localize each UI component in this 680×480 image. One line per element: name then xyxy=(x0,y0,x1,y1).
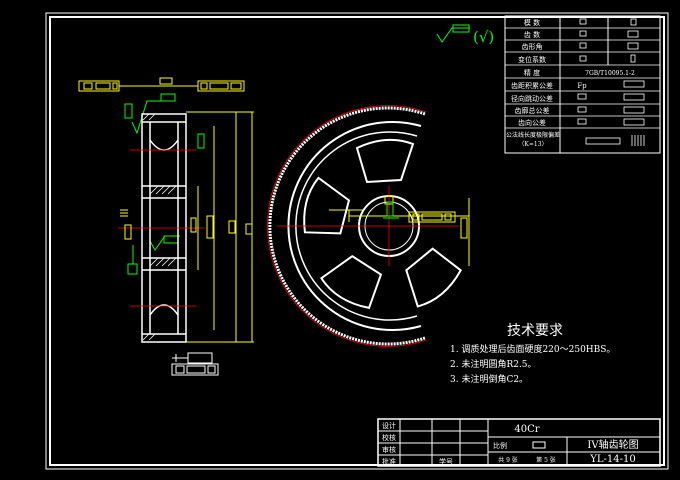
row-label-approve: 批准 xyxy=(382,457,396,466)
inner-frame xyxy=(49,16,665,466)
total-sheets: 共 9 张 xyxy=(498,456,518,464)
parameter-table xyxy=(504,15,661,154)
title-block-text: 40Cr IV轴齿轮图 YL-14-10 比例 共 9 张 第 5 张 设计 校… xyxy=(382,421,639,466)
param-label: 径向跳动公差 xyxy=(511,94,553,103)
part-name: IV轴齿轮图 xyxy=(587,438,638,451)
param-label: 公法线长度极限偏差（K=13） xyxy=(506,132,560,148)
param-label: 变位系数 xyxy=(518,55,546,64)
param-value-precision: 7GB/T10095.1-2 xyxy=(585,70,635,77)
param-label: 齿向公差 xyxy=(518,118,546,127)
param-value-fp: Fp xyxy=(577,82,587,90)
technical-requirements: 技术要求 1. 调质处理后齿面硬度220～250HBS。 2. 未注明圆角R2.… xyxy=(450,323,615,385)
tech-item: 2. 未注明圆角R2.5。 xyxy=(450,358,537,370)
param-label: 齿 数 xyxy=(524,30,540,39)
drawing-number: YL-14-10 xyxy=(589,454,635,465)
side-section-view xyxy=(78,77,254,376)
row-label-review: 审核 xyxy=(382,445,396,454)
sheet-number: 第 5 张 xyxy=(536,456,556,464)
tech-item: 3. 未注明倒角C2。 xyxy=(450,373,528,385)
param-label: 模 数 xyxy=(524,18,540,27)
title-block xyxy=(377,418,661,467)
scale-label: 比例 xyxy=(493,441,507,450)
tech-title: 技术要求 xyxy=(507,323,563,339)
param-label: 齿形角 xyxy=(522,42,543,51)
outer-frame xyxy=(45,12,669,470)
row-label-design: 设计 xyxy=(382,421,396,430)
front-half-gear-view xyxy=(267,105,470,347)
tech-item: 1. 调质处理后齿面硬度220～250HBS。 xyxy=(450,343,615,355)
param-label-wrap: 公法线长度极限偏差（K=13） xyxy=(506,132,560,148)
parameter-labels: 模 数 齿 数 齿形角 变位系数 精 度 7GB/T10095.1-2 齿距积累… xyxy=(506,18,635,148)
surface-roughness-symbol xyxy=(436,24,470,43)
param-label: 齿距积累公差 xyxy=(511,81,553,90)
surface-mark-text: (√) xyxy=(473,28,494,46)
param-label: 精 度 xyxy=(524,68,540,77)
row-label-check: 校核 xyxy=(382,433,396,442)
param-label: 齿廓总公差 xyxy=(515,106,550,115)
material: 40Cr xyxy=(514,424,539,435)
student-id-label: 学号 xyxy=(439,457,453,466)
